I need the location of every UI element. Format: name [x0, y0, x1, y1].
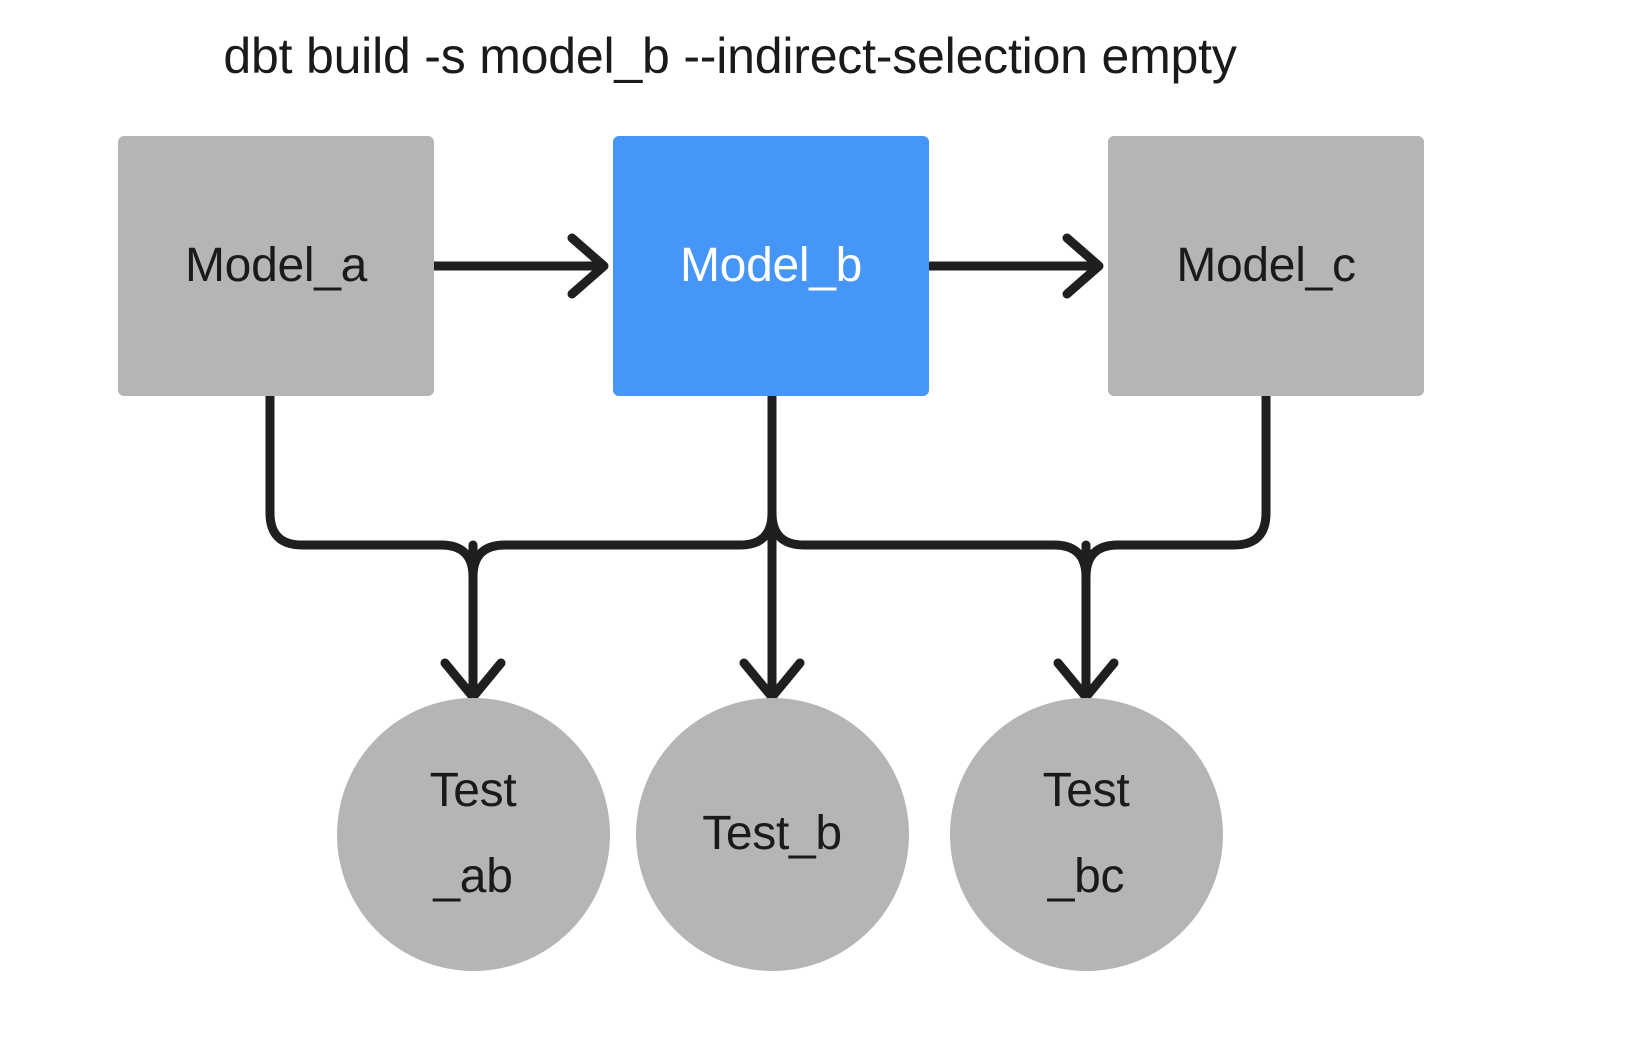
node-test-ab-label-line-1: Test [429, 764, 517, 817]
edge-model-b-to-model-c [924, 233, 1104, 299]
arrow-into-test-ab [440, 540, 506, 702]
edge-model-a-to-model-b [429, 233, 609, 299]
node-test-b-label: Test_b [702, 807, 842, 860]
node-model-b-label: Model_b [679, 239, 863, 292]
node-model-b[interactable]: Model_b [613, 136, 929, 396]
edge-model-c-to-test-bc [1081, 391, 1271, 582]
edge-model-b-to-test-ab [468, 391, 777, 582]
edge-model-b-to-test-b [739, 391, 805, 702]
arrow-into-test-bc [1053, 540, 1119, 702]
node-test-bc-label-line-2: _bc [1047, 850, 1125, 903]
diagram-title: dbt build -s model_b --indirect-selectio… [223, 28, 1237, 84]
node-test-bc[interactable]: Test _bc [949, 697, 1223, 971]
node-test-b[interactable]: Test_b [635, 697, 909, 971]
node-model-c[interactable]: Model_c [1108, 136, 1424, 396]
node-test-bc-label-line-1: Test [1042, 764, 1130, 817]
node-model-a[interactable]: Model_a [118, 136, 434, 396]
edge-model-a-to-test-ab [265, 391, 478, 582]
node-test-ab[interactable]: Test _ab [336, 697, 610, 971]
node-model-a-label: Model_a [184, 239, 368, 292]
edge-model-b-to-test-bc [767, 391, 1091, 582]
node-test-ab-label-line-2: _ab [433, 850, 513, 903]
node-model-c-label: Model_c [1176, 239, 1356, 292]
